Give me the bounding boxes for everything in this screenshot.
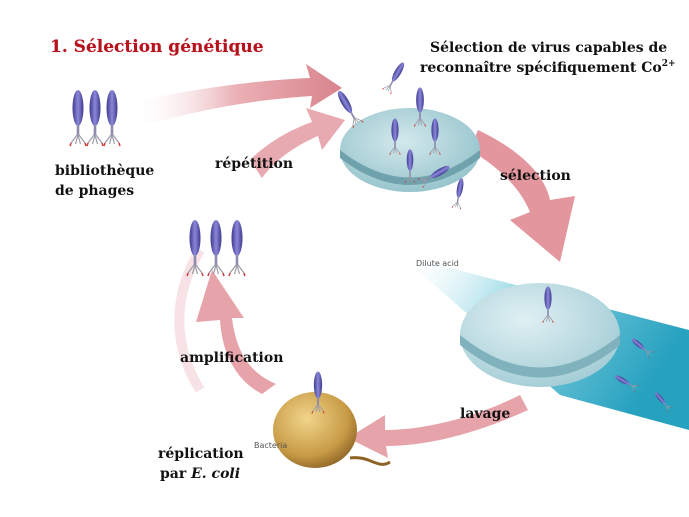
library-label-line2: de phages bbox=[55, 183, 134, 199]
selection-heading-line2: reconnaître spécifiquement Co2+ bbox=[420, 59, 676, 76]
bacteria-label: Bacteria bbox=[254, 441, 287, 450]
step-repetition: répétition bbox=[215, 156, 293, 172]
petri-dish-icon bbox=[460, 283, 620, 387]
bacterium-icon bbox=[273, 392, 391, 468]
library-label: bibliothèque bbox=[55, 163, 154, 179]
step-amplification: amplification bbox=[180, 350, 283, 366]
cycle-arrow-icon bbox=[130, 64, 575, 458]
selection-heading: Sélection de virus capables de bbox=[430, 40, 667, 56]
dilute-acid-label: Dilute acid bbox=[416, 259, 459, 268]
phage-icon bbox=[186, 219, 246, 277]
replication-label-line2: par E. coli bbox=[160, 466, 240, 482]
step-selection: sélection bbox=[500, 168, 571, 184]
diagram-title: 1. Sélection génétique bbox=[50, 37, 264, 57]
step-lavage: lavage bbox=[460, 406, 510, 422]
replication-label: réplication bbox=[158, 446, 244, 462]
phage-icon bbox=[69, 89, 121, 147]
